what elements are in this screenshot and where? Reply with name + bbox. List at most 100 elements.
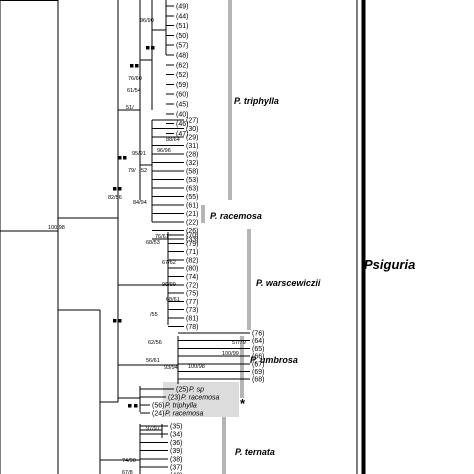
star-marker: * <box>240 396 246 411</box>
tip-species-name: P. triphylla <box>165 403 197 410</box>
clade-label-warscewiczii: P. warscewiczii <box>256 278 321 288</box>
tip-label: (76) <box>252 331 264 338</box>
support-value: 61/54 <box>127 88 141 94</box>
support-value: 100/98 <box>188 364 205 370</box>
clade-label-umbrosa: P. umbrosa <box>250 355 298 365</box>
support-value: 79/ <box>128 168 136 174</box>
tip-label: (32) <box>186 160 198 167</box>
tip-species-name: P. racemosa <box>165 411 203 418</box>
support-value: 57/79 <box>232 340 246 346</box>
tip-label: (31) <box>186 143 198 150</box>
misc-highlight-box <box>163 382 239 417</box>
tip-label: (78) <box>186 324 198 331</box>
clade-bar-ternata <box>222 417 226 474</box>
node-marker <box>123 156 127 160</box>
node-marker <box>135 64 139 68</box>
support-value: 96/90 <box>140 18 154 24</box>
support-value: 74/90 <box>122 458 136 464</box>
tip-label: (64) <box>252 338 264 345</box>
tip-label: (25) <box>176 387 188 394</box>
tip-label: (37) <box>170 465 182 472</box>
tip-label: (47) <box>176 131 188 138</box>
node-marker <box>118 319 122 323</box>
tip-label: (52) <box>176 72 188 79</box>
tip-species-name: P. sp <box>189 387 204 394</box>
tip-label: (29) <box>186 135 198 142</box>
clade-label-racemosa: P. racemosa <box>210 211 262 221</box>
tip-label: (28) <box>186 152 198 159</box>
support-value: 93/94 <box>164 365 178 371</box>
node-marker <box>118 156 122 160</box>
tip-label: (79) <box>186 241 198 248</box>
tip-label: (30) <box>186 126 198 133</box>
tip-label: (23) <box>168 395 180 402</box>
tip-labels: (49)(44)(51)(50)(57)(48)(62)(52)(59)(60)… <box>140 4 264 474</box>
tip-label: (51) <box>176 23 188 30</box>
support-value: 68/61 <box>166 297 180 303</box>
clade-label-ternata: P. ternata <box>235 447 275 457</box>
tip-label: (63) <box>186 186 198 193</box>
tip-label: (27) <box>186 118 198 125</box>
tip-label: (59) <box>176 82 188 89</box>
tip-label: (74) <box>186 274 198 281</box>
support-value: 97/97 <box>146 426 160 432</box>
tip-label: (68) <box>252 377 264 384</box>
clade-bar-racemosa <box>201 205 205 223</box>
support-value: 95/91 <box>132 151 146 157</box>
node-markers <box>113 46 155 408</box>
tip-label: (69) <box>252 369 264 376</box>
node-marker <box>113 187 117 191</box>
node-marker <box>130 64 134 68</box>
support-value: /55 <box>150 312 158 318</box>
tip-label: (56) <box>152 403 164 410</box>
tip-label: (57) <box>176 43 188 50</box>
node-marker <box>134 404 138 408</box>
tip-label: (55) <box>186 194 198 201</box>
tip-label: (82) <box>186 257 198 264</box>
tip-label: (36) <box>170 440 182 447</box>
tip-label: (58) <box>186 169 198 176</box>
support-value: 100/99 <box>222 351 239 357</box>
support-value: 88/64 <box>166 137 180 143</box>
tip-label: (34) <box>170 432 182 439</box>
tip-label: (42) <box>170 473 182 474</box>
node-marker <box>118 187 122 191</box>
tip-label: (75) <box>186 291 198 298</box>
tip-label: (70) <box>186 233 198 240</box>
tip-species-name: P. racemosa <box>181 395 219 402</box>
node-marker <box>151 46 155 50</box>
node-marker <box>113 319 117 323</box>
support-value: 62/56 <box>148 340 162 346</box>
support-value: 52 <box>141 168 147 174</box>
tip-label: (49) <box>176 4 188 11</box>
tip-label: (73) <box>186 307 198 314</box>
support-value: 68/53 <box>146 240 160 246</box>
tip-label: (39) <box>170 448 182 455</box>
support-value: 84/94 <box>133 200 147 206</box>
tip-label: (66) <box>252 354 264 361</box>
tip-label: (62) <box>176 62 188 69</box>
support-value: 96/99 <box>162 282 176 288</box>
tip-label: (71) <box>186 249 198 256</box>
clade-bar-warscewiczii <box>247 229 251 330</box>
support-value: 82/56 <box>108 195 122 201</box>
tip-label: (65) <box>252 346 264 353</box>
tip-label: (38) <box>170 456 182 463</box>
tip-label: (53) <box>186 177 198 184</box>
tip-label: (46) <box>176 121 188 128</box>
clade-bar-triphylla <box>228 0 232 200</box>
support-value: 67/62 <box>162 260 176 266</box>
tip-label: (72) <box>186 282 198 289</box>
tip-label: (48) <box>176 53 188 60</box>
support-value: 76/61 <box>155 234 169 240</box>
tip-label: (44) <box>176 13 188 20</box>
support-value: 100/98 <box>48 225 65 231</box>
tip-label: (35) <box>170 424 182 431</box>
support-values: 96/9076/6061/5451/88/6496/9695/9179/5282… <box>48 18 246 474</box>
tip-label: (67) <box>252 361 264 368</box>
tip-label: (26) <box>186 228 198 235</box>
tip-label: (40) <box>176 111 188 118</box>
node-marker <box>128 404 132 408</box>
tip-label: (21) <box>186 211 198 218</box>
